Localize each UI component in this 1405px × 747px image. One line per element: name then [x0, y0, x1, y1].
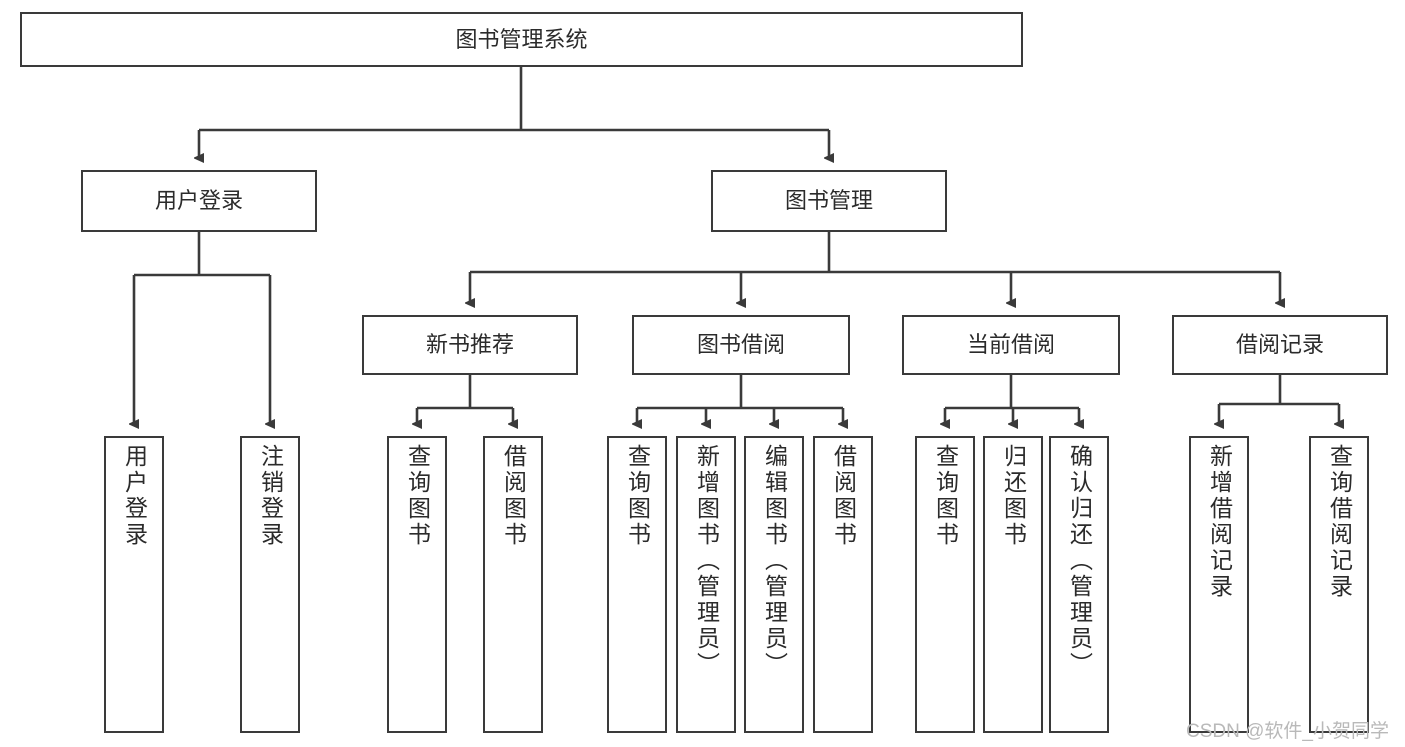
node-leaf-return-book-label: 归还图书 [1000, 444, 1027, 548]
node-leaf-add-record-label: 新增借阅记录 [1206, 444, 1233, 600]
node-leaf-query-record-label: 查询借阅记录 [1326, 444, 1353, 600]
node-leaf-borrow-book[interactable]: 借阅图书 [813, 436, 873, 733]
node-leaf-add-book[interactable]: 新增图书（管理员） [676, 436, 736, 733]
node-leaf-borrow-query[interactable]: 查询图书 [607, 436, 667, 733]
node-leaf-rec-borrow[interactable]: 借阅图书 [483, 436, 543, 733]
node-current-borrow-label: 当前借阅 [966, 332, 1055, 358]
node-leaf-add-book-label: 新增图书（管理员） [693, 444, 720, 678]
node-new-book-rec[interactable]: 新书推荐 [362, 315, 578, 375]
node-book-manage-label: 图书管理 [784, 188, 873, 214]
node-user-login-label: 用户登录 [154, 188, 243, 214]
node-new-book-rec-label: 新书推荐 [425, 332, 514, 358]
node-leaf-borrow-book-label: 借阅图书 [830, 444, 857, 548]
node-leaf-cur-query-label: 查询图书 [932, 444, 959, 548]
node-leaf-query-record[interactable]: 查询借阅记录 [1309, 436, 1369, 733]
node-current-borrow[interactable]: 当前借阅 [902, 315, 1120, 375]
node-leaf-cur-query[interactable]: 查询图书 [915, 436, 975, 733]
node-leaf-borrow-query-label: 查询图书 [624, 444, 651, 548]
node-borrow-record-label: 借阅记录 [1235, 332, 1324, 358]
node-leaf-rec-query-label: 查询图书 [404, 444, 431, 548]
node-leaf-confirm-return-label: 确认归还（管理员） [1066, 444, 1093, 678]
node-user-login[interactable]: 用户登录 [81, 170, 317, 232]
node-root[interactable]: 图书管理系统 [20, 12, 1023, 67]
node-leaf-return-book[interactable]: 归还图书 [983, 436, 1043, 733]
node-book-manage[interactable]: 图书管理 [711, 170, 947, 232]
node-leaf-add-record[interactable]: 新增借阅记录 [1189, 436, 1249, 733]
node-leaf-edit-book[interactable]: 编辑图书（管理员） [744, 436, 804, 733]
node-book-borrow[interactable]: 图书借阅 [632, 315, 850, 375]
node-leaf-user-login[interactable]: 用户登录 [104, 436, 164, 733]
node-leaf-rec-query[interactable]: 查询图书 [387, 436, 447, 733]
node-leaf-logout[interactable]: 注销登录 [240, 436, 300, 733]
node-leaf-logout-label: 注销登录 [257, 444, 284, 548]
node-book-borrow-label: 图书借阅 [696, 332, 785, 358]
node-leaf-user-login-label: 用户登录 [121, 444, 148, 548]
node-borrow-record[interactable]: 借阅记录 [1172, 315, 1388, 375]
node-leaf-edit-book-label: 编辑图书（管理员） [761, 444, 788, 678]
node-leaf-rec-borrow-label: 借阅图书 [500, 444, 527, 548]
node-root-label: 图书管理系统 [455, 26, 588, 52]
node-leaf-confirm-return[interactable]: 确认归还（管理员） [1049, 436, 1109, 733]
